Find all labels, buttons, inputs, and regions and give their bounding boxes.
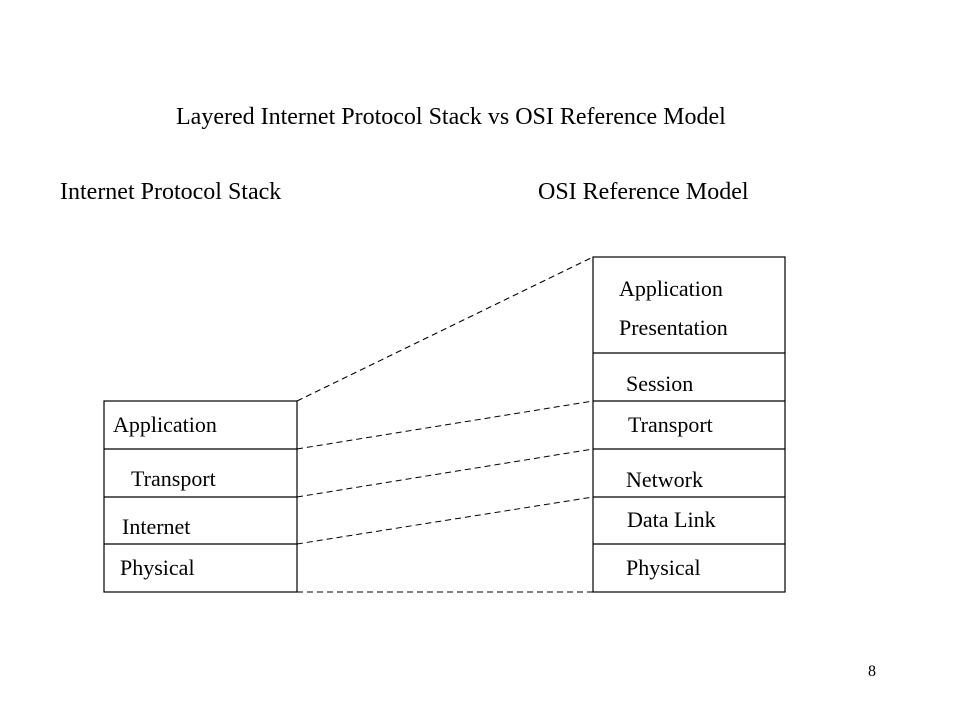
osi-layer-physical: Physical [626,555,701,580]
osi-layer-application: Application [619,276,723,301]
internet-layer-internet: Internet [122,514,191,539]
osi-model-heading: OSI Reference Model [538,179,749,205]
osi-layer-data-link: Data Link [627,507,716,532]
mapping-line-application [296,256,594,402]
slide-title: Layered Internet Protocol Stack vs OSI R… [176,104,726,130]
mapping-line-physical-top [296,496,594,545]
mapping-line-internet [296,448,594,498]
internet-layer-physical: Physical [120,555,195,580]
osi-model-box [592,256,786,593]
osi-layer-transport: Transport [628,412,713,437]
osi-layer-network: Network [626,467,703,492]
mapping-line-transport [296,400,594,450]
mapping-lines [296,256,594,593]
internet-stack-box [103,400,298,593]
internet-layer-transport: Transport [131,466,216,491]
internet-layer-application: Application [113,412,217,437]
osi-layer-presentation: Presentation [619,315,728,340]
internet-stack-heading: Internet Protocol Stack [60,179,282,205]
osi-layer-session: Session [626,371,694,396]
page-number: 8 [868,663,876,680]
